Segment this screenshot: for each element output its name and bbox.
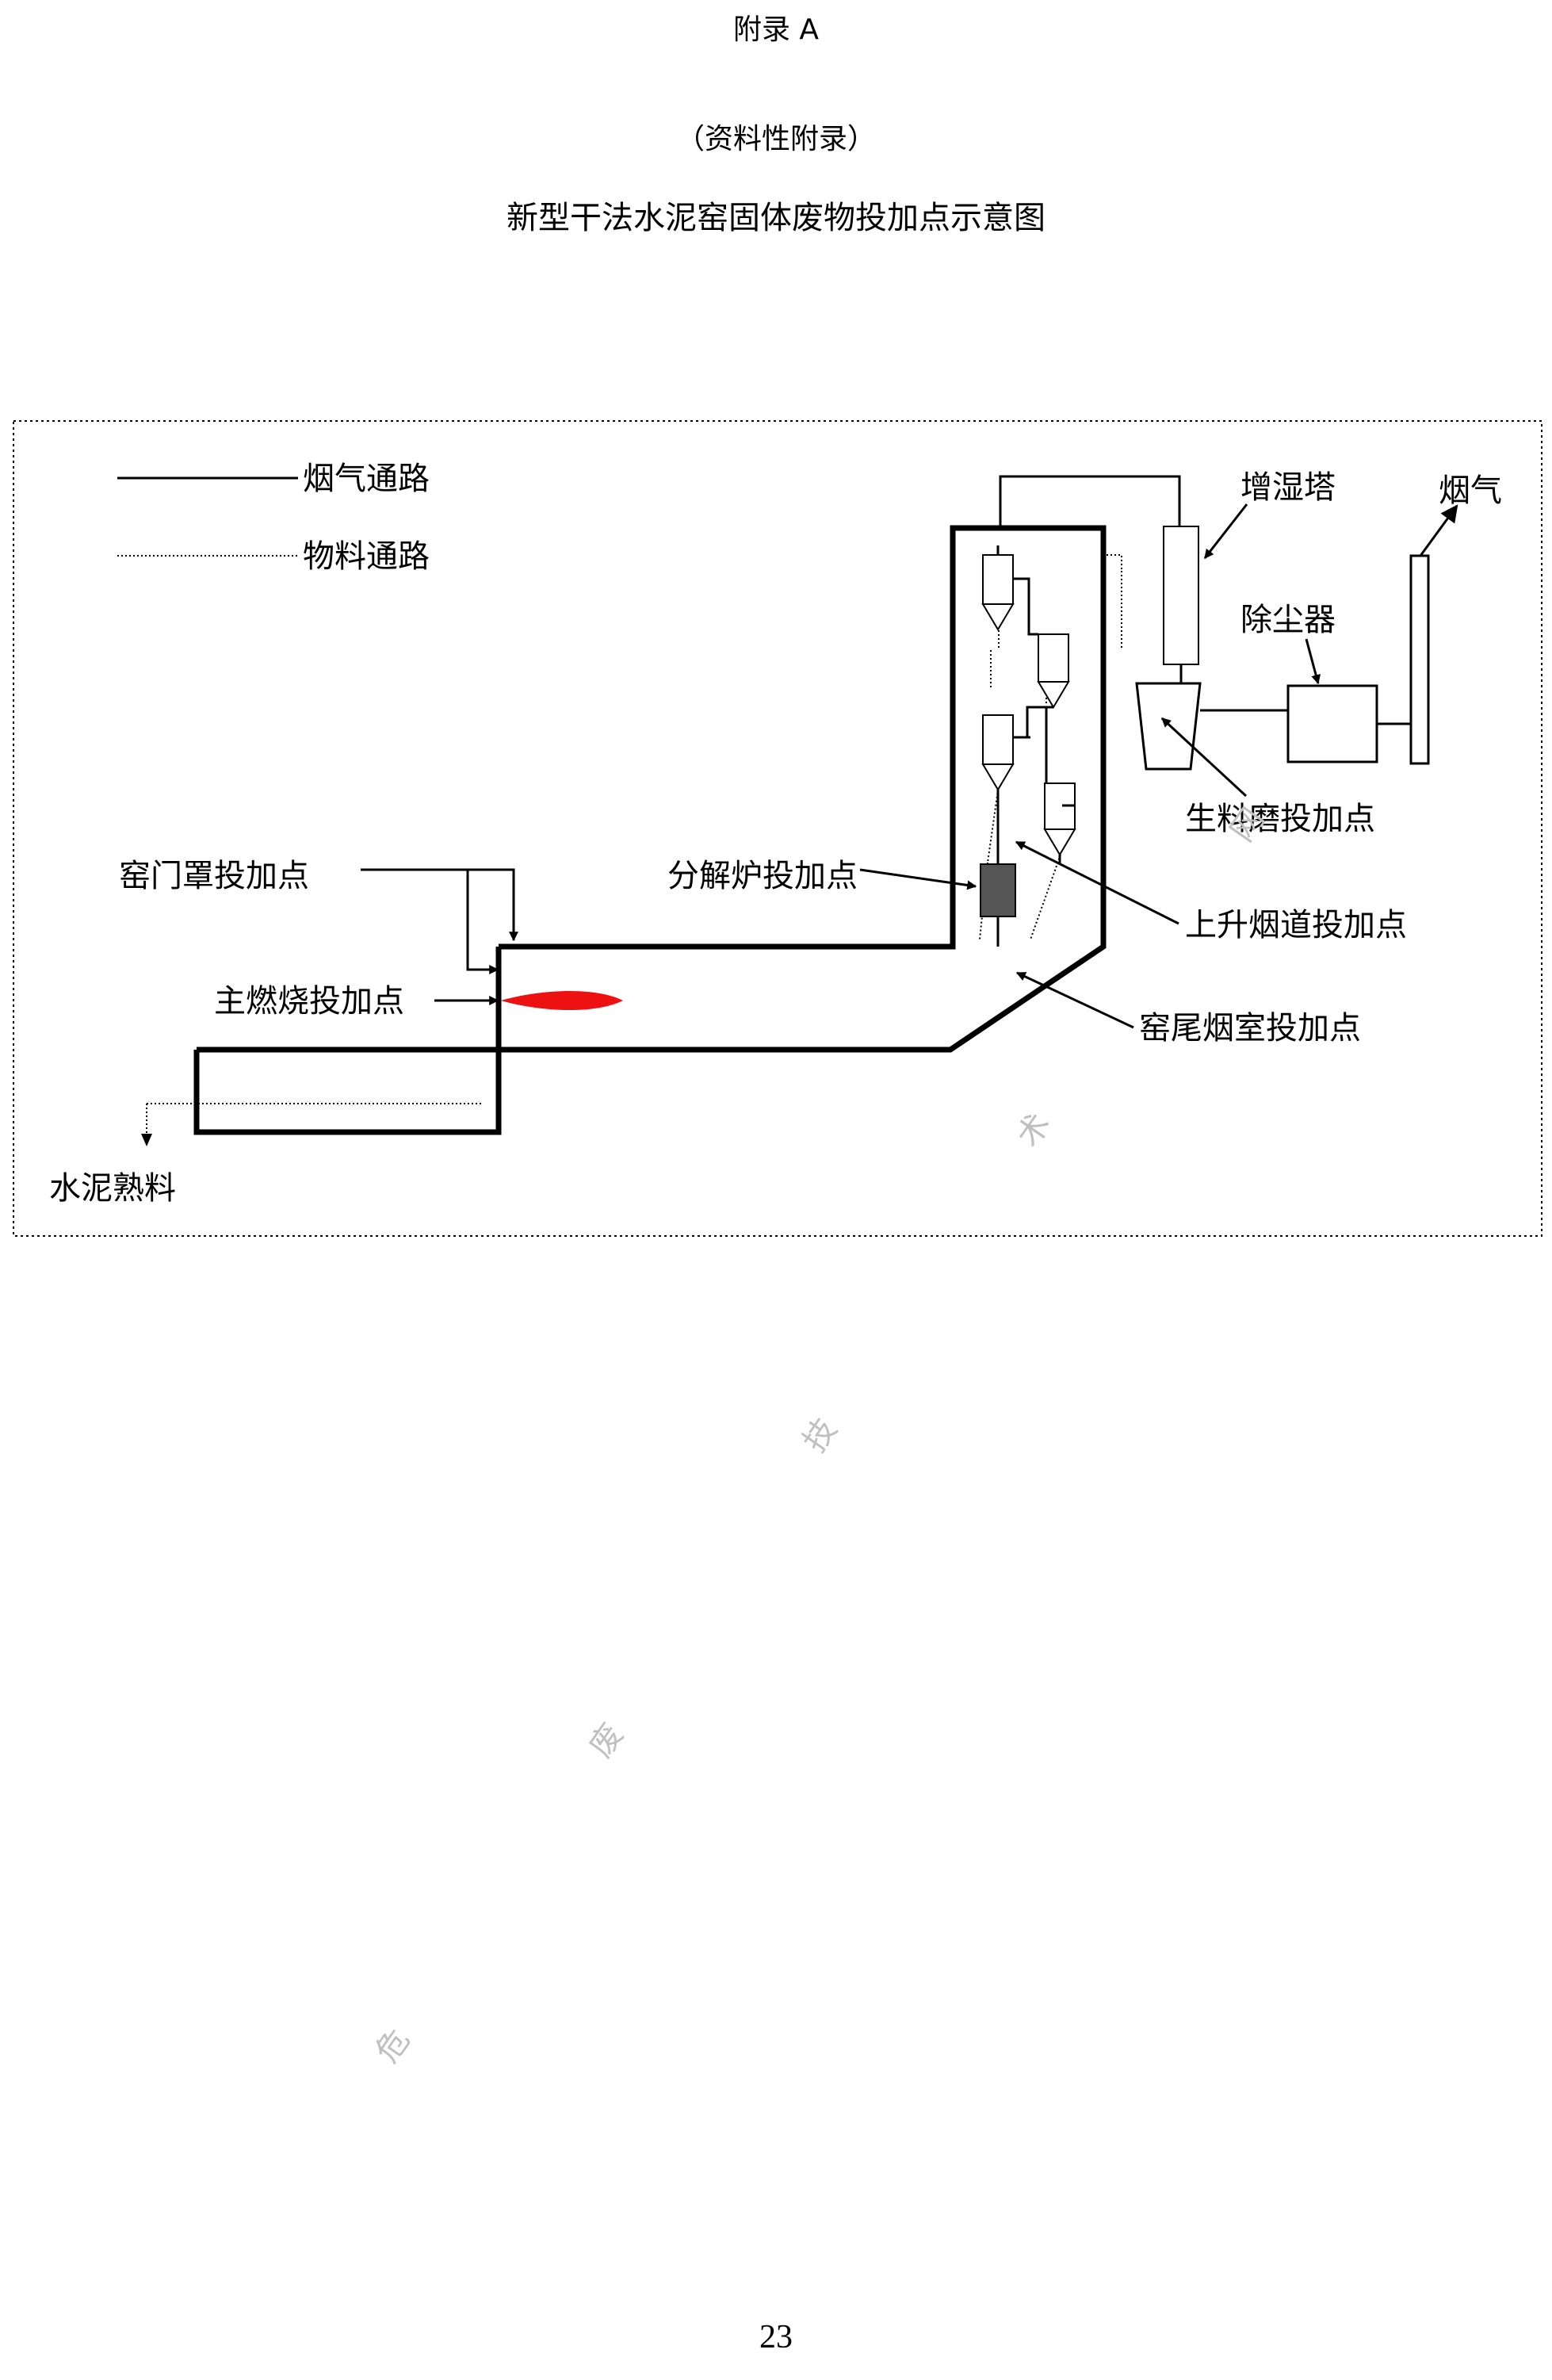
burner-flame — [501, 990, 623, 1011]
appendix-label: 附录 A — [732, 13, 820, 46]
humidifier-label: 增湿塔 — [1240, 469, 1336, 506]
leader-arrows — [361, 503, 1321, 1029]
preheater-cyclones — [981, 554, 1076, 856]
humidifier-tower — [1163, 526, 1199, 665]
flue-gas-label: 烟气 — [1439, 473, 1502, 509]
legend-flue-gas-label: 烟气通路 — [303, 461, 430, 497]
clinker-label: 水泥熟料 — [49, 1170, 176, 1207]
watermark: 危 废 技 术 网 — [369, 802, 1271, 2069]
diagram-title: 新型干法水泥窑固体废物投加点示意图 — [507, 200, 1045, 236]
clinker-arrowhead — [141, 1134, 152, 1146]
main-burner-feed-label: 主燃烧投加点 — [214, 983, 404, 1020]
cyclone-connectors — [996, 545, 1075, 864]
dust-collector-label: 除尘器 — [1240, 602, 1336, 638]
watermark-char: 废 — [583, 1717, 631, 1764]
diagram-frame — [13, 420, 1542, 1237]
flue-gas-out-arrow — [1419, 504, 1458, 557]
raw-mill-feed-label: 生料磨投加点 — [1185, 801, 1375, 837]
dust-collector — [1286, 684, 1378, 763]
riser-duct-feed-label: 上升烟道投加点 — [1185, 907, 1407, 943]
kiln-inlet-feed-label: 窑尾烟室投加点 — [1139, 1010, 1361, 1047]
calciner — [980, 863, 1016, 917]
page-number: 23 — [759, 2319, 793, 2355]
appendix-subtitle: （资料性附录） — [675, 123, 876, 155]
exhaust-stack — [1409, 554, 1430, 765]
watermark-char: 术 — [1010, 1107, 1058, 1154]
watermark-char: 危 — [369, 2022, 417, 2069]
rotary-kiln — [193, 525, 1107, 1135]
kiln-hood-feed-label: 窑门罩投加点 — [119, 858, 309, 894]
duct-to-humidifier — [999, 475, 1181, 528]
calciner-feed-label: 分解炉投加点 — [667, 858, 858, 894]
legend-material-label: 物料通路 — [303, 538, 430, 575]
raw-mill — [1135, 682, 1202, 771]
watermark-char: 技 — [797, 1412, 845, 1459]
